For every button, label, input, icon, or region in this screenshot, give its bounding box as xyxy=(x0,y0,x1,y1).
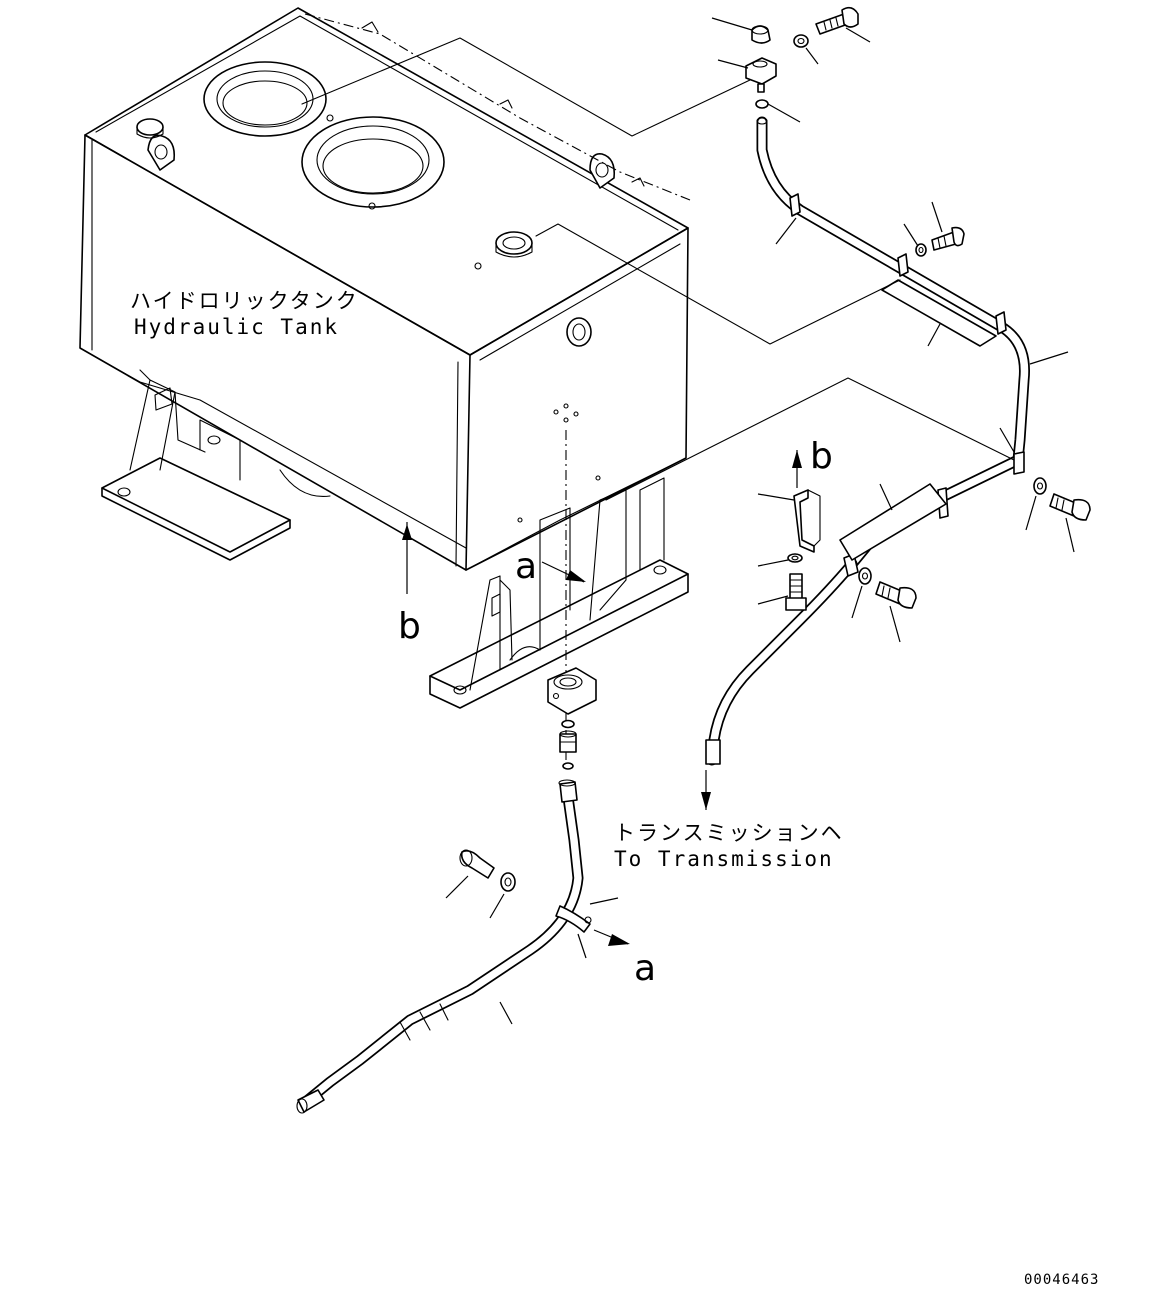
marker-arrow-a-lower xyxy=(593,929,630,946)
filler-port xyxy=(495,231,533,258)
lower-hose-clamp xyxy=(555,905,592,933)
adapter-o-ring xyxy=(562,762,574,770)
tube-protector-lower xyxy=(839,483,947,561)
clamp-bolt-right xyxy=(1049,493,1091,521)
drain-block xyxy=(547,667,597,715)
lower-hose xyxy=(302,784,584,1106)
hose-clamp-washer xyxy=(858,567,872,585)
tank-support-left xyxy=(101,369,291,561)
tee-fitting xyxy=(745,57,777,93)
bracket-washer xyxy=(787,553,803,563)
tube-clip-4 xyxy=(1013,451,1025,475)
drain-adapter xyxy=(559,730,577,753)
marker-b-right: b xyxy=(810,436,833,477)
sight-gauge xyxy=(566,317,592,347)
tube-clip-3 xyxy=(995,311,1007,335)
tank-label-jp: ハイドロリックタンク xyxy=(130,289,359,313)
transmission-label-jp: トランスミッションヘ xyxy=(614,821,844,845)
tube-clip-2 xyxy=(897,253,909,277)
hydraulic-tank xyxy=(79,7,691,709)
marker-arrow-b-left xyxy=(402,522,412,594)
manhole-flange-left xyxy=(203,61,327,137)
hose-clamp-bolt xyxy=(875,581,917,609)
tee-banjo-bolt xyxy=(815,6,859,35)
lifting-eye-left xyxy=(147,134,176,171)
bracket-bolt xyxy=(785,573,807,611)
marker-arrow-b-right xyxy=(792,450,802,488)
marker-a-upper: a xyxy=(515,546,537,587)
breather-cap xyxy=(136,118,164,139)
lifting-eye-right xyxy=(589,153,616,189)
tee-washer xyxy=(793,34,809,48)
reference-line-upper xyxy=(301,37,751,137)
pipe-top-o-ring xyxy=(755,99,769,109)
lower-clamp-washer xyxy=(500,872,516,892)
lower-hose-end-fitting xyxy=(296,1089,325,1114)
reference-line-middle xyxy=(535,223,901,345)
elbow-cap xyxy=(751,25,771,44)
marker-b-left: b xyxy=(398,606,421,647)
pipe-bracket xyxy=(793,489,821,553)
clamp-washer-upper xyxy=(915,243,927,257)
breather-hose xyxy=(705,558,858,766)
marker-a-lower: a xyxy=(634,948,656,989)
clamp-bolt-upper xyxy=(931,226,965,251)
drawing-number: 00046463 xyxy=(1024,1272,1099,1288)
tank-label-en: Hydraulic Tank xyxy=(134,315,339,339)
reference-line-lower xyxy=(605,377,1015,501)
manhole-flange-right xyxy=(301,116,445,208)
clamp-washer-right xyxy=(1033,477,1047,495)
lower-hose-top-fitting xyxy=(558,779,578,803)
marker-arrow-a-upper xyxy=(541,561,586,583)
lower-clamp-bolt xyxy=(459,849,495,879)
transmission-label-en: To Transmission xyxy=(614,847,834,871)
tank-support-right xyxy=(429,477,689,709)
tube-clip-1 xyxy=(789,193,801,217)
drain-o-ring xyxy=(561,719,575,729)
arrow-to-transmission xyxy=(701,770,711,810)
